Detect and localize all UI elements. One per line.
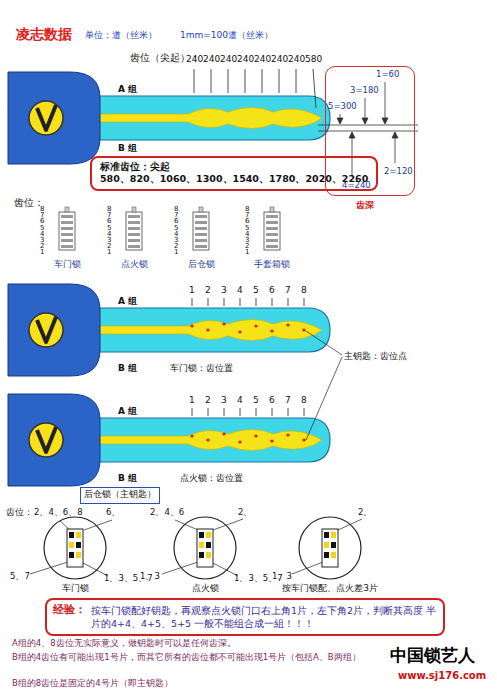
label: 8	[301, 395, 307, 405]
node-text: 点火锁	[121, 259, 148, 269]
label: 齿位：	[6, 508, 33, 518]
label: 240	[254, 54, 271, 64]
label: 580	[305, 54, 322, 64]
label: 6	[269, 395, 275, 405]
label: 2、4、6、8	[34, 508, 83, 518]
label: 6	[269, 285, 275, 295]
label: B组的4齿位有可能出现1号片，而其它所有的齿位都不可能出现1号片（包括A、B两组…	[12, 651, 384, 663]
node-text: 车门锁	[54, 259, 81, 269]
label: www.sj176.com	[398, 670, 486, 682]
lock-circle: 点火锁	[173, 516, 237, 580]
label: 齿位：	[14, 198, 44, 209]
circle-outline	[44, 517, 106, 579]
label: 车门锁：齿位置	[170, 363, 233, 373]
label: 240	[237, 54, 254, 64]
experience-box: 经验： 按车门锁配好钥匙，再观察点火锁门口右上角1片，左下角2片，判断其高度 半片…	[45, 598, 445, 636]
label: B 组	[118, 473, 137, 483]
circle-outline	[174, 517, 236, 579]
lock-icon: 点火锁	[117, 206, 151, 256]
label: 2、4、6	[150, 508, 184, 518]
label: 5、7	[10, 572, 30, 582]
label: 240	[288, 54, 305, 64]
label: 240	[203, 54, 220, 64]
label: 4	[237, 395, 243, 405]
title: 凌志数据	[16, 26, 72, 42]
lock-icon: 车门锁	[50, 206, 84, 256]
label: A 组	[118, 84, 137, 94]
label: 7	[285, 395, 291, 405]
label: 5	[253, 285, 259, 295]
label: B 组	[118, 143, 137, 153]
lock-icon: 后仓锁	[184, 206, 218, 256]
label: 点火锁：齿位置	[180, 473, 243, 483]
label: 8 7 6 5 4 3 2 1	[174, 206, 180, 256]
label: 中国锁艺人	[390, 646, 475, 666]
circle-outline	[298, 516, 362, 580]
label: 8 7 6 5 4 3 2 1	[107, 206, 113, 256]
node-text: 齿深	[356, 200, 374, 210]
lock-circle: 车门锁	[43, 516, 107, 580]
node-text: 按车门锁配好钥匙，再观察点火锁门口右上角1片，左下角2片，判断其高度 半片的4+…	[91, 604, 437, 630]
label: 3	[221, 285, 227, 295]
label: 2	[205, 285, 211, 295]
label: 1、3	[272, 572, 292, 582]
node-text: 580、820、1060、1300、1540、1780、2020、2260	[100, 173, 368, 185]
label: B 组	[118, 363, 137, 373]
label: 5	[253, 395, 259, 405]
node-text: 经验：	[53, 604, 86, 617]
label: 1、3	[140, 572, 160, 582]
label: 2	[205, 395, 211, 405]
circle-outline	[173, 516, 237, 580]
label: 3	[221, 395, 227, 405]
node-text: 后仓锁（主钥匙）	[84, 489, 156, 500]
label: 8	[301, 285, 307, 295]
label: 主钥匙：齿位点	[344, 351, 407, 361]
node-text: 车门锁	[62, 583, 89, 593]
node-text: 标准齿位：尖起	[100, 161, 368, 173]
label: 1mm=100道（丝米）	[180, 30, 273, 40]
node-text: 点火锁	[192, 583, 219, 593]
label: 1	[189, 395, 195, 405]
node-text: 手套箱锁	[254, 259, 290, 269]
label: A 组	[118, 296, 137, 306]
node-text: 后仓锁	[188, 259, 215, 269]
label: 2、	[238, 508, 252, 518]
label: 单位：道（丝米）	[85, 30, 157, 40]
label: A组的4、8齿位无实际意义，做钥匙时可以是任何齿深。	[12, 637, 384, 649]
label: 240	[271, 54, 288, 64]
lock-icon: 手套箱锁	[255, 206, 289, 256]
node-text: 1=60	[376, 70, 399, 80]
label: 7	[285, 285, 291, 295]
label: 1	[189, 285, 195, 295]
node-text: 5=300	[328, 102, 357, 112]
node-text: 3=180	[350, 86, 379, 96]
label: 8 7 6 5 4 3 2 1	[40, 206, 46, 256]
label: 240	[220, 54, 237, 64]
label: 4	[237, 285, 243, 295]
label: B组的8齿位是固定的4号片（即主钥匙）	[12, 677, 384, 689]
circle-outline	[43, 516, 107, 580]
standard-box: 标准齿位：尖起580、820、1060、1300、1540、1780、2020、…	[90, 156, 378, 191]
lock-circle: 按车门锁配、点火差3片	[298, 516, 362, 580]
label: A 组	[118, 406, 137, 416]
note-box: 后仓锁（主钥匙）	[80, 487, 160, 504]
label: 2、	[358, 508, 372, 518]
node-text: 2=120	[384, 167, 413, 177]
label: 240	[186, 54, 203, 64]
node-text: 按车门锁配、点火差3片	[282, 583, 378, 593]
label: 8 7 6 5 4 3 2 1	[245, 206, 251, 256]
label: 6、	[106, 508, 120, 518]
circle-outline	[299, 517, 361, 579]
